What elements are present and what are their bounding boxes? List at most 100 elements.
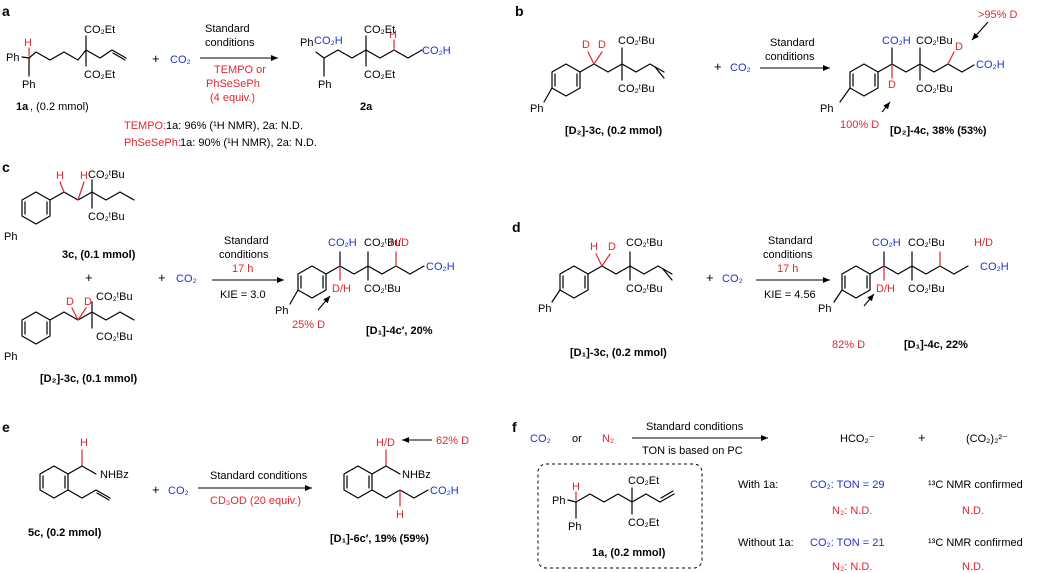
reactant-label: 1a xyxy=(16,101,29,113)
reactant-amount: , (0.2 mmol) xyxy=(30,101,89,113)
product-d1-4c-structure: Ph CO₂H D/H CO₂ᵗBu CO₂ᵗBu H/D CO₂H xyxy=(818,237,1009,315)
panel-letter-d: d xyxy=(512,219,521,235)
pointer-arrow xyxy=(881,101,891,113)
atom-ph: Ph xyxy=(6,52,19,64)
reactant-label: 5c, (0.2 mmol) xyxy=(28,527,102,539)
atom-d: D xyxy=(955,41,963,53)
panel-letter-f: f xyxy=(512,419,517,435)
atom-h: H xyxy=(389,29,397,41)
product-label: [D₁]-6c′, 19% (59%) xyxy=(330,533,429,545)
additive: CD₃OD (20 equiv.) xyxy=(210,495,301,507)
reactant-3c-structure: Ph H H CO₂ᵗBu CO₂ᵗBu xyxy=(4,169,135,243)
atom-h: H xyxy=(24,37,32,49)
atom-co2tbu: CO₂ᵗBu xyxy=(96,291,133,303)
kie-value: KIE = 4.56 xyxy=(764,289,816,301)
reactant-d2-3c-structure: Ph D D CO₂ᵗBu CO₂ᵗBu xyxy=(4,291,135,363)
co2-reagent: CO₂ xyxy=(170,54,191,66)
without-1a-oxalate-nd: N.D. xyxy=(962,561,984,573)
deuterium-percent: 62% D xyxy=(436,435,469,447)
conditions-line1: Standard xyxy=(205,23,250,35)
atom-co2tbu: CO₂ᵗBu xyxy=(916,35,953,47)
reactant-label: [D₁]-3c, (0.2 mmol) xyxy=(570,347,667,359)
atom-co2tbu: CO₂ᵗBu xyxy=(618,83,655,95)
atom-co2et: CO₂Et xyxy=(84,69,115,81)
atom-co2h: CO₂H xyxy=(328,237,357,249)
co2-reagent: CO₂ xyxy=(730,62,751,74)
atom-co2et: CO₂Et xyxy=(364,69,395,81)
atom-h: H xyxy=(396,509,404,521)
plus-sign: + xyxy=(152,482,160,497)
plus-sign: + xyxy=(85,270,93,285)
substrate-label: 1a, (0.2 mmol) xyxy=(592,547,666,559)
formate-product: HCO₂⁻ xyxy=(840,433,875,445)
atom-ph: Ph xyxy=(820,103,833,115)
atom-h: H xyxy=(572,481,580,493)
atom-ph: Ph xyxy=(22,79,35,91)
atom-co2et: CO₂Et xyxy=(84,24,115,36)
conditions-line2: conditions xyxy=(205,37,255,49)
or-text: or xyxy=(572,433,582,445)
pointer-arrow xyxy=(971,21,989,41)
panel-a: a H Ph Ph CO₂Et CO₂Et 1a , (0.2 mmol) + … xyxy=(2,3,451,149)
panel-letter-a: a xyxy=(2,3,10,19)
atom-hd: H/D xyxy=(376,437,395,449)
panel-e: e H NHBz 5c, (0.2 mmol) + CO₂ Standard c… xyxy=(2,419,469,545)
oxalate-product: (CO₂)₂²⁻ xyxy=(966,433,1008,445)
reaction-time: 17 h xyxy=(777,263,798,275)
product-label: 2a xyxy=(360,101,373,113)
additive-line2: PhSeSePh xyxy=(206,78,260,90)
atom-ph: Ph xyxy=(818,303,831,315)
panel-c: c Ph H H CO₂ᵗBu CO₂ᵗBu 3c, (0.1 mmol) + … xyxy=(2,159,455,385)
atom-ph: Ph xyxy=(552,495,565,507)
atom-d: D xyxy=(66,296,74,308)
deuterium-percent-top: >95% D xyxy=(978,9,1017,21)
additive-line1: TEMPO or xyxy=(214,64,266,76)
atom-ph: Ph xyxy=(300,37,313,49)
panel-letter-c: c xyxy=(2,159,10,175)
atom-co2et: CO₂Et xyxy=(628,475,659,487)
conditions-line2: conditions xyxy=(219,249,269,261)
atom-co2tbu: CO₂ᵗBu xyxy=(626,283,663,295)
plus-sign: + xyxy=(714,59,722,74)
atom-co2h: CO₂H xyxy=(430,485,459,497)
substrate-box xyxy=(537,463,703,569)
atom-co2h: CO₂H xyxy=(314,35,343,47)
additive-line3: (4 equiv.) xyxy=(210,92,255,104)
atom-ph: Ph xyxy=(538,303,551,315)
with-1a-co2-ton: CO₂: TON = 29 xyxy=(810,479,884,491)
reactant-d2-3c-structure: Ph D D CO₂ᵗBu CO₂ᵗBu xyxy=(530,35,665,115)
atom-nhbz: NHBz xyxy=(402,469,431,481)
product-2a-structure: Ph CO₂H Ph H CO₂Et CO₂Et CO₂H xyxy=(300,24,451,91)
without-1a-nmr: ¹³C NMR confirmed xyxy=(928,537,1023,549)
atom-ph: Ph xyxy=(275,305,288,317)
plus-sign: + xyxy=(152,51,160,66)
deuterium-percent: 25% D xyxy=(292,319,325,331)
conditions-line1: Standard xyxy=(770,37,815,49)
atom-co2tbu: CO₂ᵗBu xyxy=(618,35,655,47)
product-d1-6c-prime-structure: H/D NHBz H CO₂H xyxy=(343,437,459,521)
substrate-1a-structure: H Ph Ph CO₂Et CO₂Et xyxy=(552,475,675,533)
atom-h: H xyxy=(80,437,88,449)
co2-reagent: CO₂ xyxy=(722,273,743,285)
without-1a-n2-result: N₂: N.D. xyxy=(832,561,872,573)
atom-co2tbu: CO₂ᵗBu xyxy=(88,211,125,223)
atom-co2tbu: CO₂ᵗBu xyxy=(908,237,945,249)
reaction-time: 17 h xyxy=(232,263,253,275)
atom-h: H xyxy=(590,241,598,253)
conditions-line1: Standard xyxy=(768,235,813,247)
atom-co2tbu: CO₂ᵗBu xyxy=(908,283,945,295)
atom-d: D xyxy=(84,296,92,308)
atom-co2tbu: CO₂ᵗBu xyxy=(626,237,663,249)
reactant-label: [D₂]-3c, (0.2 mmol) xyxy=(565,125,663,137)
product-d1-4c-prime-structure: Ph CO₂H D/H CO₂ᵗBu CO₂ᵗBu H/D CO₂H xyxy=(275,237,455,317)
result-tempo-values: 1a: 96% (¹H NMR), 2a: N.D. xyxy=(166,120,303,132)
product-label: [D₁]-4c, 22% xyxy=(904,339,968,351)
plus-sign: + xyxy=(706,270,714,285)
atom-co2tbu: CO₂ᵗBu xyxy=(364,283,401,295)
atom-co2h: CO₂H xyxy=(980,261,1009,273)
with-1a-oxalate-nd: N.D. xyxy=(962,505,984,517)
conditions-line2: conditions xyxy=(763,249,813,261)
reactant2-label: [D₂]-3c, (0.1 mmol) xyxy=(40,373,138,385)
atom-h: H xyxy=(80,170,88,182)
result-phsesph-values: 1a: 90% (¹H NMR), 2a: N.D. xyxy=(180,137,317,149)
